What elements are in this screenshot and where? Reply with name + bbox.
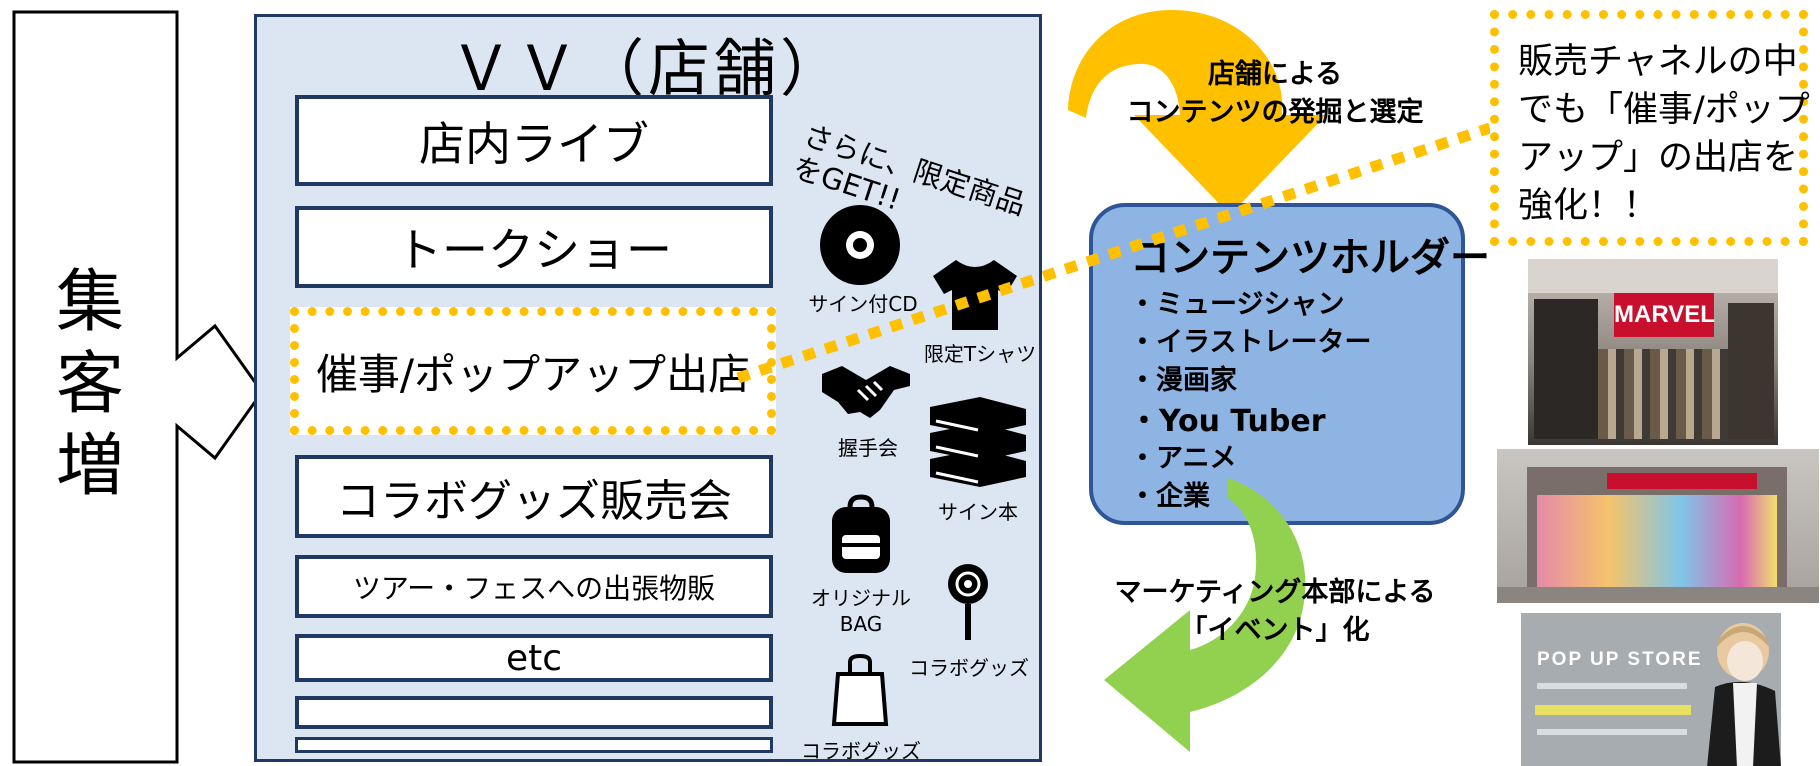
book-label: サイン本 [938, 500, 1018, 524]
content-holder-box [1089, 203, 1465, 525]
event-box-etc: etc [295, 634, 773, 682]
holder-item-company: ・企業 [1129, 481, 1210, 512]
popup-character-illustration [1707, 623, 1781, 766]
shopping-bag-label: コラボグッズ [801, 739, 921, 763]
event-box-popup: 催事/ポップアップ出店 [290, 307, 776, 435]
photo1-shelf-right [1728, 303, 1774, 439]
backpack-label-line1: オリジナル [811, 586, 911, 610]
photo1-shelf-left [1534, 299, 1598, 439]
bottom-arrow-line2: 「イベント」化 [1180, 614, 1370, 646]
event-box-tour-merch: ツアー・フェスへの出張物販 [295, 555, 773, 618]
lollipop-label: コラボグッズ [909, 656, 1029, 680]
note-line-3: アップ」の出店を [1518, 138, 1799, 178]
event-box-collab-sale: コラボグッズ販売会 [295, 455, 773, 538]
backpack-label-line2: BAG [839, 612, 883, 636]
holder-item-illustrator: ・イラストレーター [1129, 327, 1372, 358]
handshake-label: 握手会 [838, 436, 898, 460]
top-arrow-line2: コンテンツの発掘と選定 [1126, 96, 1424, 128]
holder-item-manga-artist: ・漫画家 [1129, 365, 1237, 396]
tshirt-icon [933, 260, 1017, 330]
photo1-ceiling [1528, 259, 1778, 293]
top-arrow-line1: 店舗による [1207, 59, 1343, 90]
event-box-blank-2 [295, 737, 773, 753]
note-line-4: 強化！！ [1518, 186, 1659, 226]
top-arrow-text: 店舗による コンテンツの発掘と選定 [1115, 56, 1435, 132]
popup-title: POP UP STORE [1537, 649, 1703, 670]
content-holder-title: コンテンツホルダー [1130, 235, 1490, 281]
backpack-icon [832, 494, 890, 573]
photo2-floor [1497, 587, 1819, 603]
popup-date-line [1537, 729, 1687, 735]
event-box-blank-1 [295, 696, 773, 729]
note-box [1490, 10, 1808, 246]
popup-text-line [1537, 683, 1687, 689]
cd-label: サイン付CD [808, 292, 918, 316]
note-line-1: 販売チャネルの中 [1518, 42, 1798, 82]
photo1-goods [1598, 349, 1728, 439]
photo-marvel-store: MARVEL [1528, 259, 1778, 445]
book-icon [930, 397, 1026, 487]
photo-storefront [1497, 449, 1819, 603]
note-text: 販売チャネルの中 でも「催事/ポップ アップ」の出店を 強化！！ [1518, 38, 1810, 230]
left-arrow-text: 集客増 [55, 263, 124, 506]
note-line-2: でも「催事/ポップ [1518, 90, 1810, 130]
left-arrow-shape [12, 10, 264, 764]
photo2-display [1537, 495, 1777, 591]
event-box-talk: トークショー [295, 206, 773, 288]
photo2-sign [1607, 473, 1757, 489]
handshake-icon [822, 366, 910, 418]
photo1-sign: MARVEL [1614, 293, 1715, 337]
lollipop-icon [948, 564, 988, 640]
holder-item-youtuber: ・You Tuber [1129, 404, 1326, 439]
store-title: ＶＶ（店舗） [449, 32, 846, 105]
backpack-label: オリジナル BAG [796, 585, 926, 637]
event-box-live: 店内ライブ [295, 95, 773, 186]
bottom-arrow-line1: マーケティング本部による [1114, 577, 1436, 608]
popup-yellow-text [1535, 705, 1691, 715]
tshirt-label: 限定Tシャツ [923, 342, 1037, 366]
cd-icon [820, 205, 900, 285]
holder-item-musician: ・ミュージシャン [1129, 289, 1345, 320]
holder-item-anime: ・アニメ [1129, 443, 1237, 474]
bottom-arrow-text: マーケティング本部による 「イベント」化 [1110, 574, 1440, 650]
photo-popup-poster: POP UP STORE [1521, 613, 1781, 766]
shopping-bag-icon [831, 653, 889, 726]
